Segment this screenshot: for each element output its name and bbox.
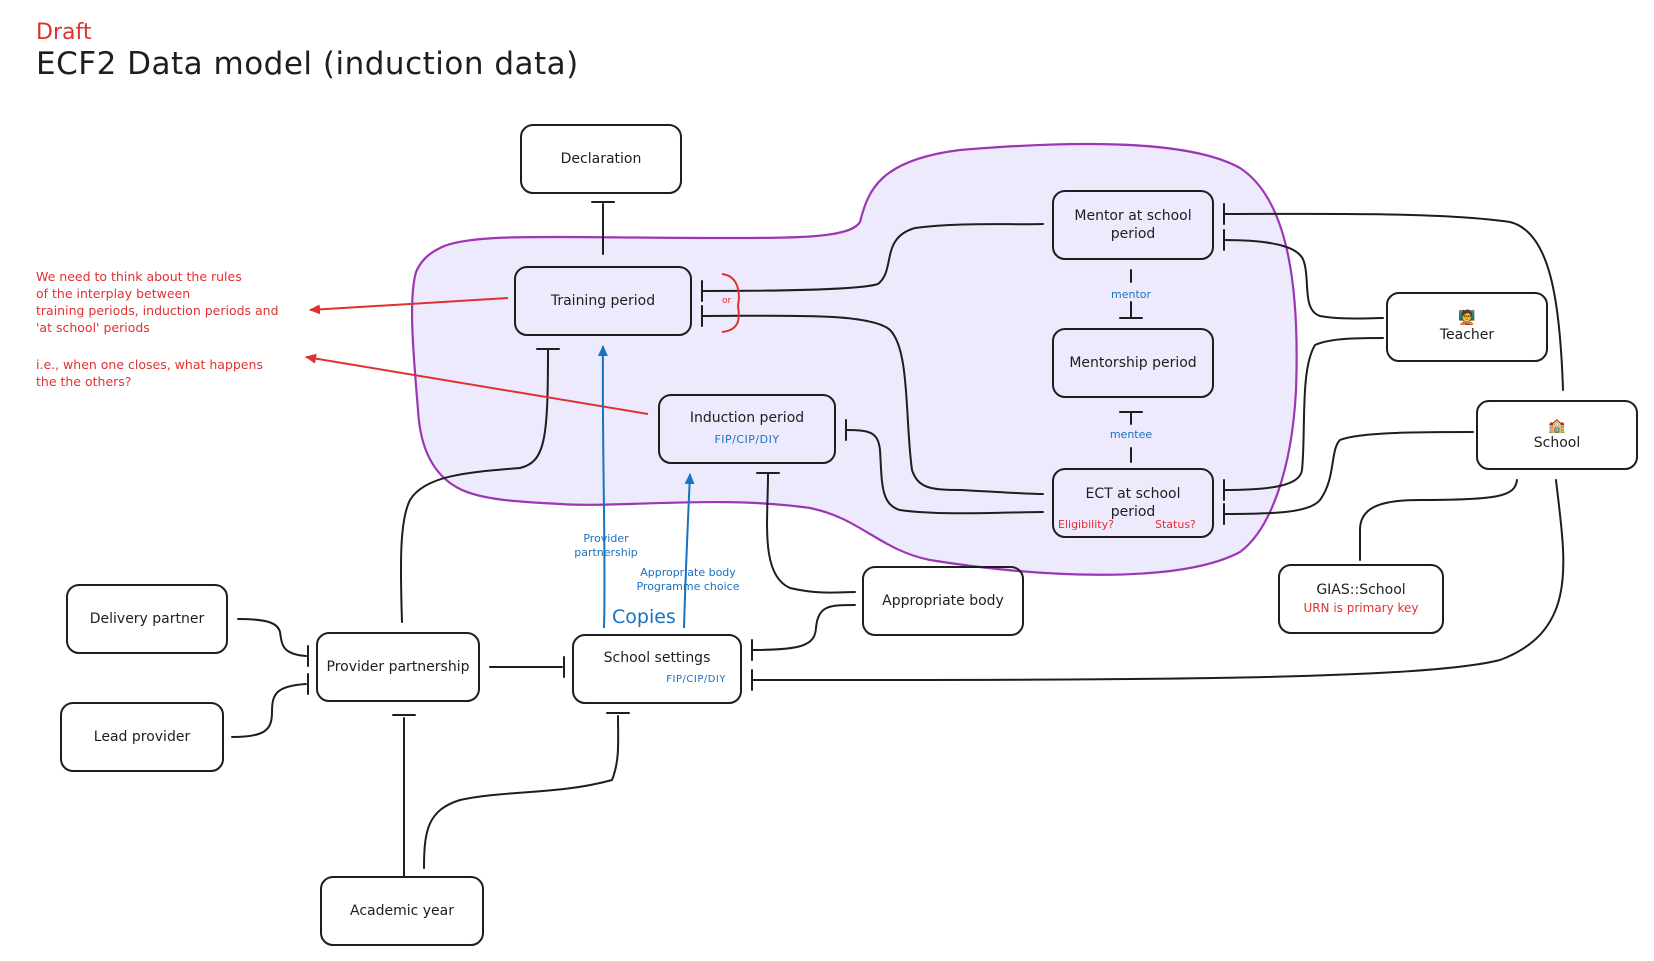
edge-training-ect [701,314,1044,495]
entity-label: Lead provider [93,729,191,745]
entity-sub: URN is primary key [1303,601,1419,615]
entity-mentorship-period[interactable]: Mentorship period [1052,328,1214,398]
or-label: or [722,296,732,306]
edge-training-mentor [701,223,1044,292]
entity-school[interactable]: 🏫 School [1476,400,1638,470]
entity-appropriate-body[interactable]: Appropriate body [862,566,1024,636]
entity-delivery-partner[interactable]: Delivery partner [66,584,228,654]
edge-teacher-ect [1223,337,1384,491]
entity-lead-provider[interactable]: Lead provider [60,702,224,772]
edge-school-settings [751,479,1565,681]
edge-school-mentor [1223,212,1564,391]
entity-sub: FIP/CIP/DIY [714,433,780,446]
edge-school-gias [1359,479,1518,561]
school-icon: 🏫 [1548,418,1566,434]
entity-gias-school[interactable]: GIAS::School URN is primary key [1278,564,1444,634]
ect-status-label: Status? [1155,518,1196,531]
entity-sub: FIP/CIP/DIY [666,674,726,685]
copy-arrow-training [597,345,608,629]
entity-label: Teacher [1439,327,1495,343]
edge-delivery-pp [237,618,307,657]
copy-arrow-induction [683,473,695,629]
entity-academic-year[interactable]: Academic year [320,876,484,946]
entity-label: School settings [603,650,711,666]
group-region [410,142,1298,576]
entity-label: GIAS::School [1316,582,1406,598]
entity-training-period[interactable]: Training period [514,266,692,336]
draft-label: Draft [36,20,92,45]
entity-label: ECT at school period [1085,486,1181,520]
entity-school-settings[interactable]: School settings FIP/CIP/DIY [572,634,742,704]
entity-label: Provider partnership [326,659,470,675]
entity-teacher[interactable]: 🧑‍🏫 Teacher [1386,292,1548,362]
mentor-edge-label: mentor [1110,288,1152,301]
entity-label: Academic year [349,903,454,919]
entity-label: Appropriate body [882,593,1004,609]
or-bracket [721,273,740,333]
entity-label: Mentor at school period [1074,208,1192,242]
edge-academic-settings [423,715,620,869]
provider-partnership-copy-label: Provider partnership [574,532,638,559]
entity-label: Declaration [560,151,642,167]
ect-eligibility-label: Eligibility? [1058,518,1114,531]
entity-label: Training period [550,293,656,309]
entity-induction-period[interactable]: Induction period FIP/CIP/DIY [658,394,836,464]
note-rules: We need to think about the rules of the … [36,269,279,335]
entity-label: Mentorship period [1069,355,1197,371]
edge-pp-training [399,349,549,623]
entity-label: Induction period [689,410,805,426]
teacher-icon: 🧑‍🏫 [1458,310,1476,326]
edge-ab-induction [766,473,856,594]
edge-ab-settings [751,604,856,651]
edge-school-ect [1223,431,1474,515]
edge-lead-pp [231,683,307,738]
entity-label: School [1533,435,1581,451]
entity-declaration[interactable]: Declaration [520,124,682,194]
note-arrow-2 [305,353,649,415]
entity-label: Delivery partner [89,611,205,627]
copies-label: Copies [612,606,676,628]
note-arrow-1 [309,297,509,315]
ab-programme-copy-label: Appropriate body Programme choice [636,566,740,593]
diagram-title: ECF2 Data model (induction data) [36,46,579,82]
mentee-edge-label: mentee [1109,428,1153,441]
note-question: i.e., when one closes, what happens the … [36,357,263,389]
edge-induction-ect [845,429,1044,515]
entity-ect-at-school-period[interactable]: ECT at school period [1052,468,1214,538]
entity-mentor-at-school-period[interactable]: Mentor at school period [1052,190,1214,260]
entity-provider-partnership[interactable]: Provider partnership [316,632,480,702]
edge-teacher-mentor [1223,239,1384,320]
